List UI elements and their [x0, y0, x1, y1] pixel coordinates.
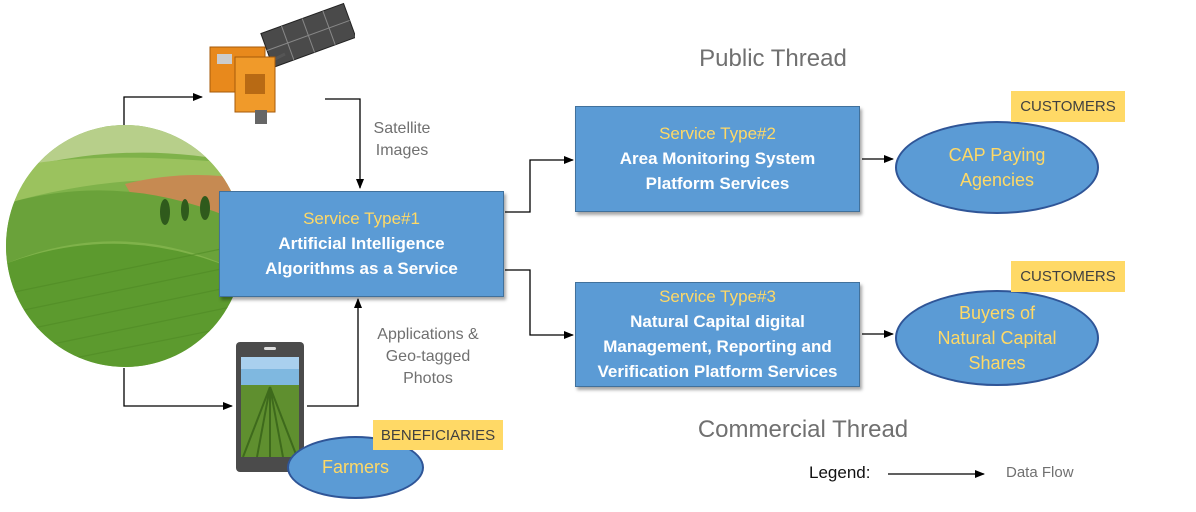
customers-1-line2: Agencies — [959, 169, 1035, 190]
service-type-2-line1: Area Monitoring System — [619, 149, 816, 168]
farmers-label: Farmers — [322, 457, 389, 477]
field-rows-photo — [241, 357, 299, 457]
customers-2-line3: Shares — [968, 352, 1026, 373]
public-thread-title: Public Thread — [699, 45, 847, 72]
satellite-to-service1-arrow — [325, 98, 364, 189]
phone-to-service1-arrow — [307, 298, 362, 407]
customers-2-line1: Buyers of — [958, 302, 1036, 323]
service-type-3-box: Service Type#3 Natural Capital digital M… — [575, 282, 860, 387]
legend-data-flow: Data Flow — [1006, 464, 1074, 481]
satellite-label-line2: Images — [375, 142, 429, 159]
service1-to-service2-arrow — [505, 156, 574, 213]
service-type-2-line2: Platform Services — [645, 174, 790, 193]
customers-tag: CUSTOMERS — [1011, 91, 1125, 122]
service-type-2-box: Service Type#2 Area Monitoring System Pl… — [575, 106, 860, 212]
phone-speaker — [264, 347, 276, 350]
apps-label-line2: Geo-tagged — [385, 348, 471, 365]
service-type-2-label: Service Type#2 — [659, 124, 776, 143]
customers-tag: CUSTOMERS — [1011, 261, 1125, 292]
field-photo — [6, 125, 244, 367]
customers-1-line1: CAP Paying — [948, 144, 1046, 165]
apps-label-line1: Applications & — [377, 326, 479, 343]
service-type-3-label: Service Type#3 — [659, 287, 776, 306]
beneficiaries-tag: BENEFICIARIES — [373, 420, 503, 450]
customers-2-line2: Natural Capital — [937, 327, 1057, 348]
service-type-3-line2: Management, Reporting and — [603, 337, 832, 356]
customers-cap-agencies: CAP Paying Agencies — [895, 121, 1099, 214]
commercial-thread-title: Commercial Thread — [697, 416, 909, 443]
field-to-phone-arrow — [123, 368, 233, 410]
smartphone-icon — [236, 342, 304, 472]
legend-title: Legend: — [809, 463, 871, 482]
service-type-3-line1: Natural Capital digital — [630, 312, 805, 331]
field-to-satellite-arrow — [123, 93, 203, 125]
service-type-1-line1: Artificial Intelligence — [278, 234, 445, 253]
applications-photos-label: Applications & Geo-tagged Photos — [366, 324, 490, 390]
customers-natural-capital-buyers: Buyers of Natural Capital Shares — [895, 290, 1099, 386]
service-type-1-label: Service Type#1 — [303, 209, 420, 228]
service-type-3-line3: Verification Platform Services — [597, 362, 838, 381]
satellite-images-label: Satellite Images — [360, 118, 444, 162]
apps-label-line3: Photos — [403, 370, 453, 387]
satellite-icon — [209, 2, 355, 124]
satellite-label-line1: Satellite — [373, 120, 431, 137]
service-type-1-line2: Algorithms as a Service — [265, 259, 458, 278]
service1-to-service3-arrow — [505, 269, 574, 339]
service-type-1-box: Service Type#1 Artificial Intelligence A… — [219, 191, 504, 297]
